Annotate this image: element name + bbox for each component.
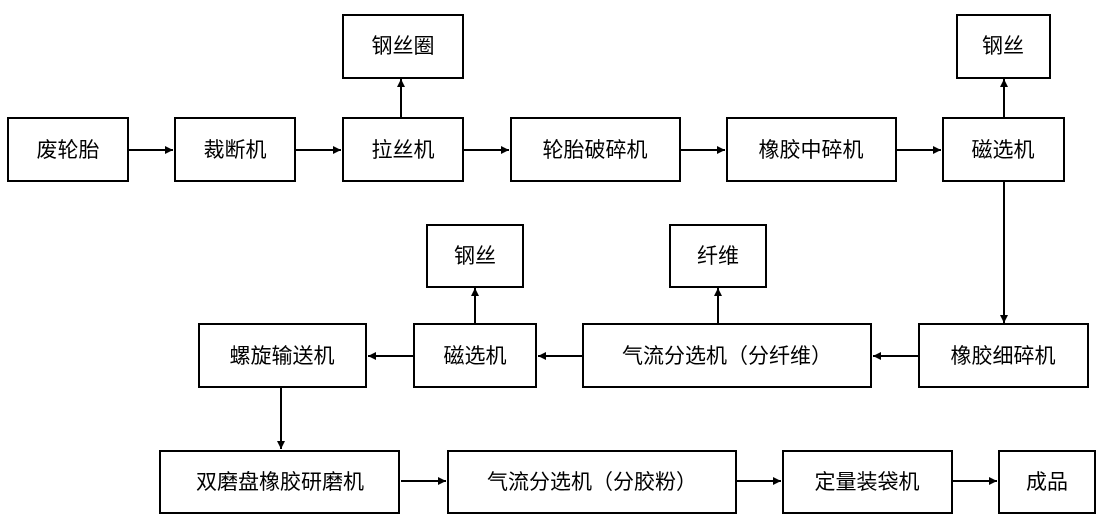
node-label: 磁选机: [444, 344, 507, 368]
node-air-separator-fiber: 气流分选机（分纤维）: [582, 323, 872, 388]
node-label: 定量装袋机: [815, 470, 920, 494]
node-bagging-machine: 定量装袋机: [782, 450, 953, 514]
node-waste-tire: 废轮胎: [7, 117, 129, 182]
node-rubber-medium-crusher: 橡胶中碎机: [726, 117, 897, 182]
node-label: 螺旋输送机: [230, 344, 335, 368]
node-wire-drawer: 拉丝机: [342, 117, 464, 182]
node-steel-wire-1: 钢丝: [956, 14, 1051, 79]
node-label: 轮胎破碎机: [543, 138, 648, 162]
node-label: 橡胶中碎机: [759, 138, 864, 162]
node-rubber-fine-crusher: 橡胶细碎机: [918, 323, 1089, 388]
node-label: 双磨盘橡胶研磨机: [196, 470, 364, 494]
node-magnetic-separator-2: 磁选机: [413, 323, 537, 388]
node-fiber: 纤维: [669, 224, 767, 288]
node-label: 钢丝圈: [372, 34, 435, 58]
node-label: 橡胶细碎机: [951, 344, 1056, 368]
node-steel-wire-2: 钢丝: [426, 224, 524, 288]
flow-arrows: [128, 79, 1008, 485]
node-label: 裁断机: [204, 138, 267, 162]
node-double-disc-grinder: 双磨盘橡胶研磨机: [159, 450, 400, 514]
node-screw-conveyor: 螺旋输送机: [198, 323, 367, 388]
node-label: 钢丝: [454, 244, 496, 268]
node-label: 成品: [1026, 470, 1068, 494]
node-finished-product: 成品: [998, 450, 1096, 514]
node-bead-wire: 钢丝圈: [342, 14, 464, 79]
node-label: 拉丝机: [372, 138, 435, 162]
node-label: 气流分选机（分纤维）: [622, 344, 832, 368]
node-label: 磁选机: [972, 138, 1035, 162]
node-magnetic-separator-1: 磁选机: [942, 117, 1065, 182]
node-air-separator-powder: 气流分选机（分胶粉）: [447, 450, 737, 514]
node-label: 废轮胎: [37, 138, 100, 162]
node-cutter: 裁断机: [174, 117, 296, 182]
node-label: 钢丝: [982, 34, 1024, 58]
node-label: 气流分选机（分胶粉）: [487, 470, 697, 494]
node-tire-crusher: 轮胎破碎机: [510, 117, 681, 182]
node-label: 纤维: [697, 244, 739, 268]
